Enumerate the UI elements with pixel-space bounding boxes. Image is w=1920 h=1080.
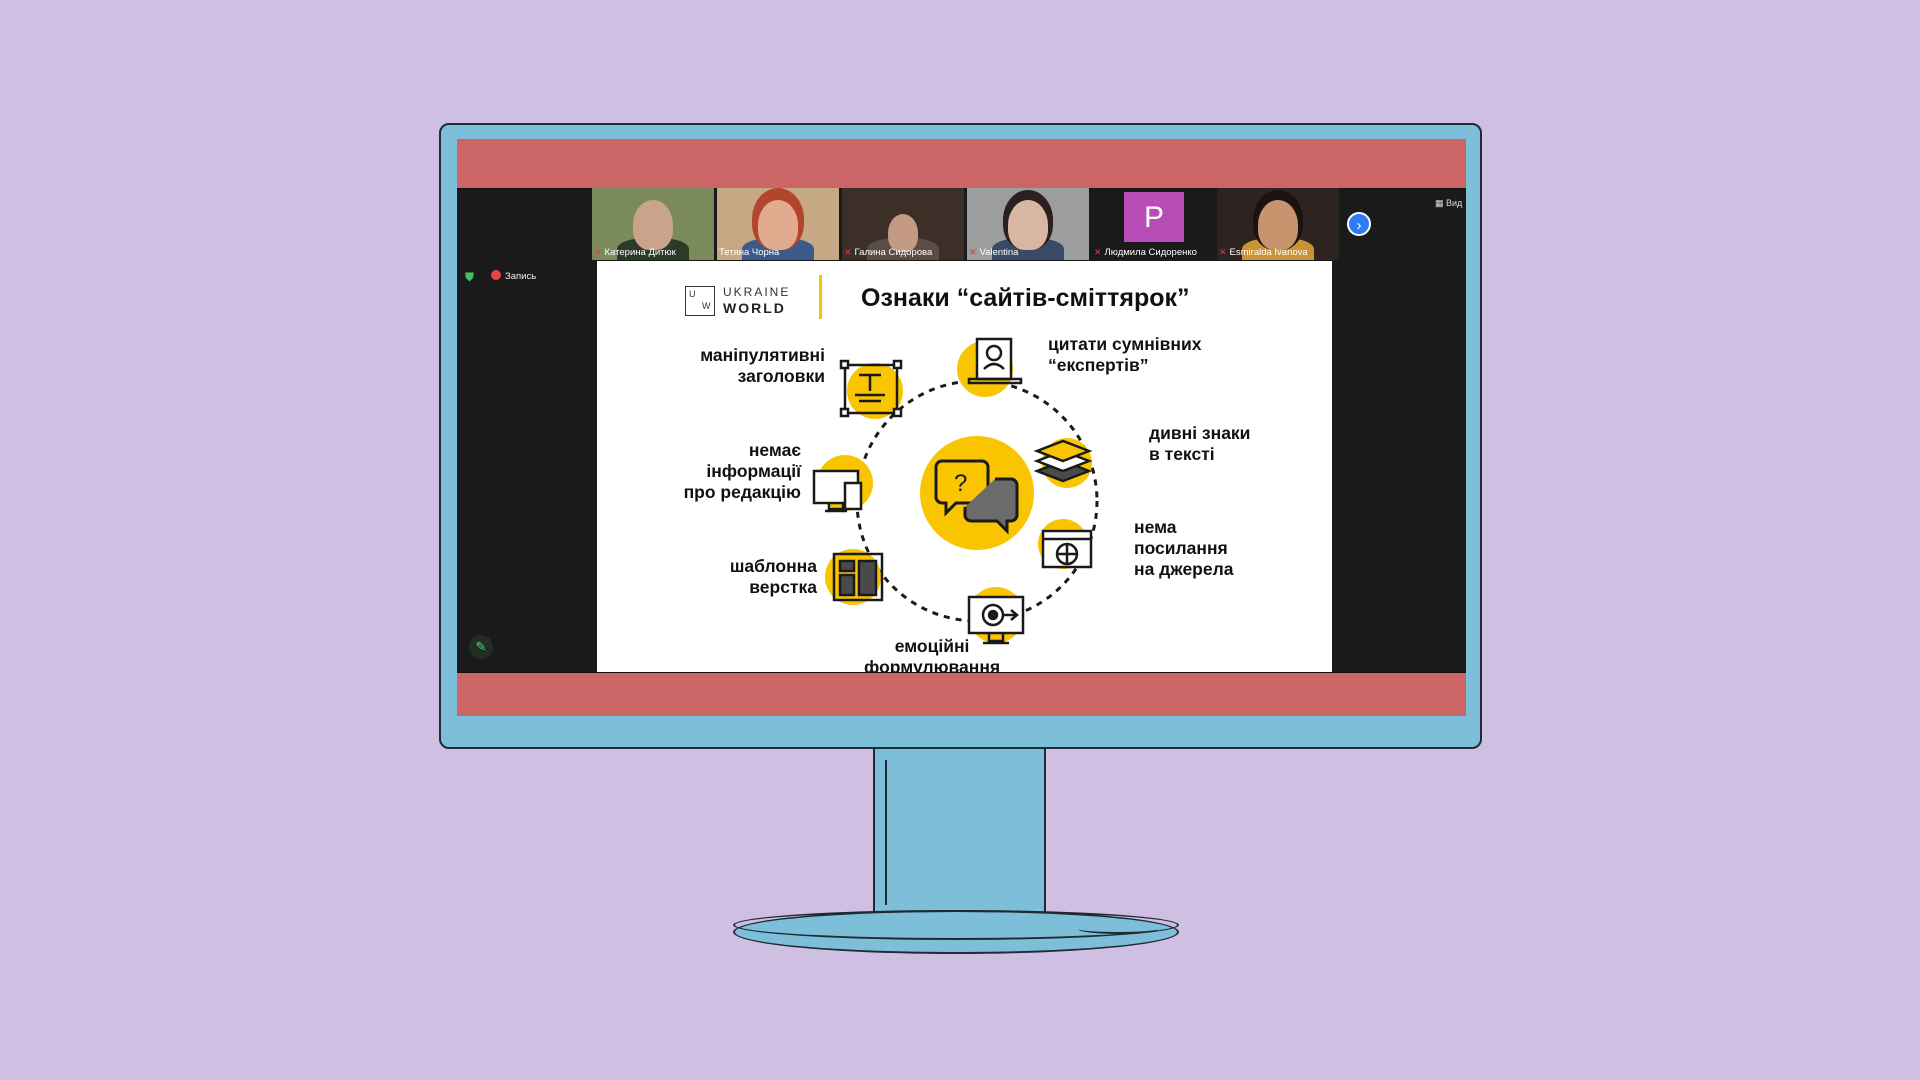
layers-icon: [1033, 439, 1093, 483]
logo-world-text: WORLD: [723, 300, 786, 316]
participant-strip: ✕Катерина Дитюк Тетяна Чорна ✕Галина Сид…: [457, 188, 1466, 260]
pencil-icon: ✎: [475, 639, 487, 654]
participant-name: ✕Esmiralda Ivanova: [1219, 247, 1308, 258]
chevron-right-icon: ›: [1356, 217, 1362, 234]
logo-ukraine-text: UKRAINE: [723, 285, 791, 299]
view-button[interactable]: ▦ Вид: [1435, 198, 1463, 208]
person-head: [633, 200, 673, 250]
mic-muted-icon: ✕: [594, 247, 602, 257]
title-divider: [819, 275, 822, 319]
participant-tile[interactable]: Тетяна Чорна: [717, 188, 839, 260]
svg-text:?: ?: [954, 470, 967, 497]
monitor-base-highlight: [1078, 924, 1158, 934]
globe-browser-icon: [1041, 529, 1093, 569]
screen-bottom-bar: [457, 672, 1466, 716]
person-head: [1008, 200, 1048, 250]
annotate-pencil-button[interactable]: ✎: [469, 635, 493, 659]
monitor-neck: [873, 749, 1046, 916]
participant-name: ✕Катерина Дитюк: [594, 247, 676, 258]
participant-name: ✕Valentina: [969, 247, 1019, 258]
person-head: [888, 214, 918, 252]
layout-template-icon: [832, 552, 884, 602]
next-page-button[interactable]: ›: [1347, 212, 1371, 236]
participant-name: Тетяна Чорна: [719, 247, 780, 258]
participant-tile[interactable]: ✕Esmiralda Ivanova: [1217, 188, 1339, 260]
mic-muted-icon: ✕: [1094, 247, 1102, 257]
participant-tile[interactable]: ✕Катерина Дитюк: [592, 188, 714, 260]
participant-tile[interactable]: ✕Галина Сидорова: [842, 188, 964, 260]
participant-avatar: P: [1124, 192, 1184, 242]
monitor-screen: ✕Катерина Дитюк Тетяна Чорна ✕Галина Сид…: [457, 139, 1466, 716]
device-screen-icon: [812, 469, 863, 513]
monitor-base-rim: [733, 910, 1179, 940]
participant-tile[interactable]: ✕Valentina: [967, 188, 1089, 260]
headlines-circle: [847, 363, 903, 419]
mic-muted-icon: ✕: [844, 247, 852, 257]
participant-name: ✕Людмила Сидоренко: [1094, 247, 1197, 258]
slide-title: Ознаки “сайтів-сміттярок”: [861, 284, 1190, 312]
text-frame-icon: [839, 359, 903, 418]
screen-top-bar: [457, 139, 1466, 189]
label-quotes: цитати сумнівних“експертів”: [1048, 334, 1202, 375]
mic-muted-icon: ✕: [1219, 247, 1227, 257]
record-icon: [491, 270, 501, 280]
security-shield-icon[interactable]: ⛊: [465, 270, 475, 284]
recording-indicator[interactable]: Запись: [491, 270, 536, 282]
mic-muted-icon: ✕: [969, 247, 977, 257]
question-chat-icon: ?: [934, 459, 1019, 535]
grid-view-icon: ▦: [1435, 198, 1447, 208]
monitor-neck-line: [885, 760, 887, 905]
person-head: [1258, 200, 1298, 250]
target-monitor-icon: [967, 595, 1025, 645]
person-head: [758, 200, 798, 250]
expert-document-icon: [967, 337, 1023, 385]
participant-name: ✕Галина Сидорова: [844, 247, 933, 258]
slide-diagram: ?: [812, 337, 1099, 645]
participant-tile[interactable]: P ✕Людмила Сидоренко: [1092, 188, 1214, 260]
